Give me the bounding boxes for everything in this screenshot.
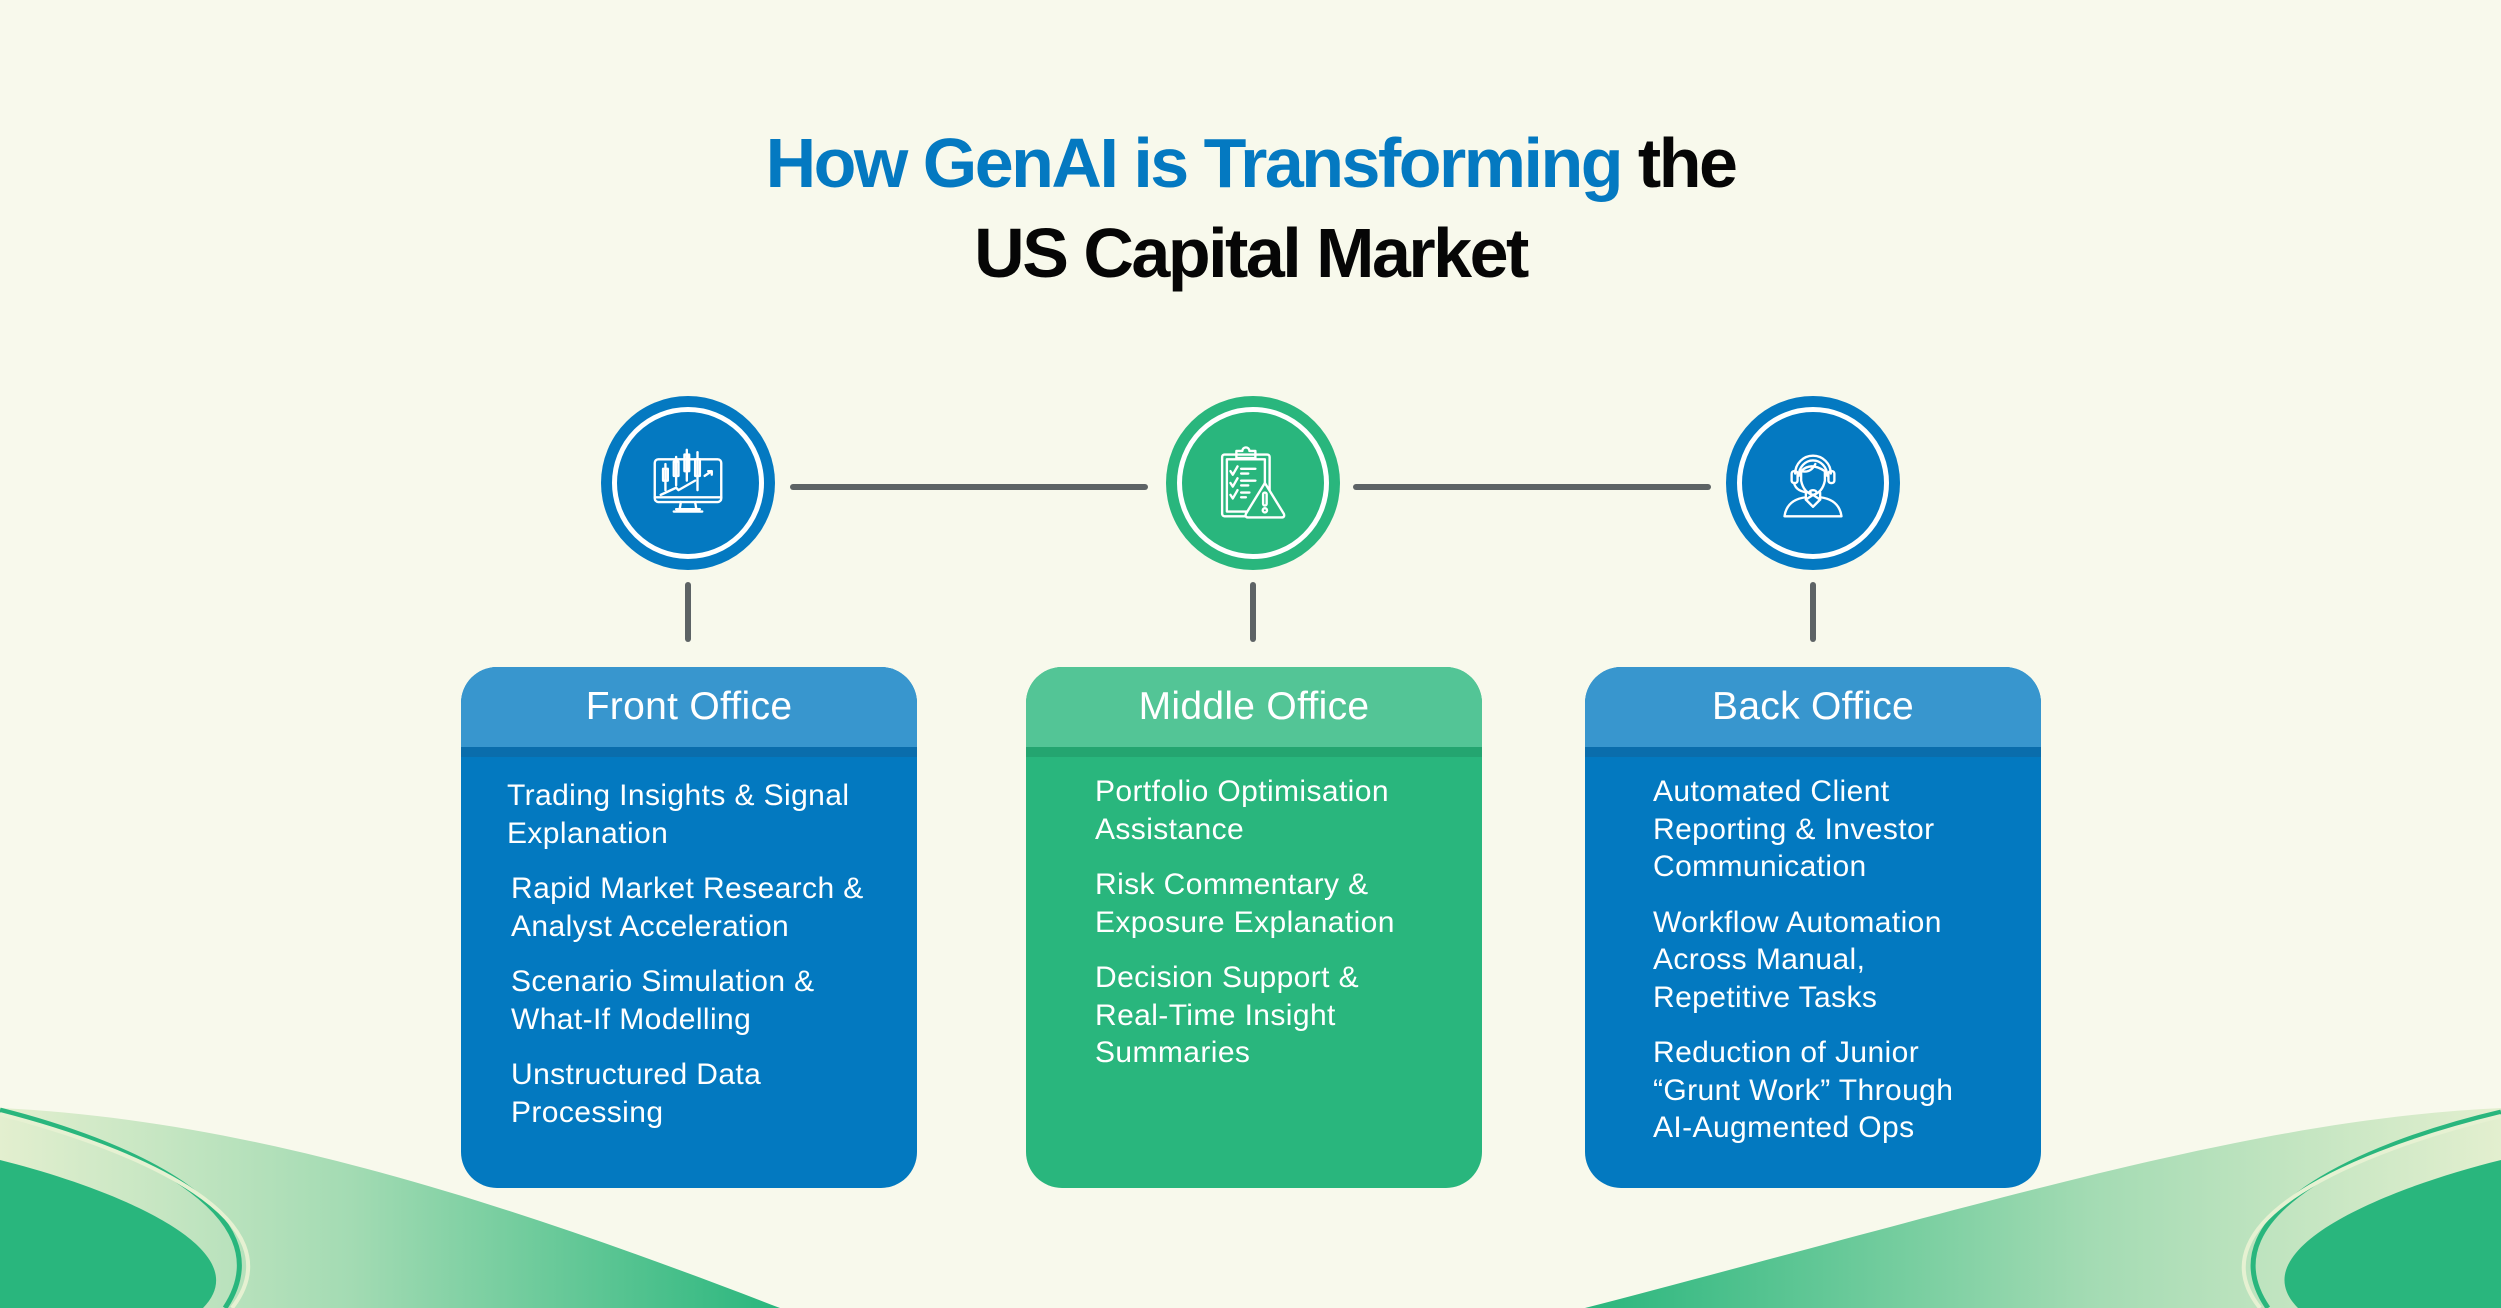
connector-front-middle — [790, 484, 1148, 490]
front-office-card: Front Office Trading Insights & Signal E… — [461, 667, 917, 1188]
left-wave-solid — [0, 1160, 217, 1308]
front-office-node — [601, 396, 775, 570]
middle-office-node — [1166, 396, 1340, 570]
list-item: Reduction of Junior “Grunt Work” Through… — [1653, 1036, 1954, 1144]
back-office-card: Back Office Automated Client Reporting &… — [1585, 667, 2041, 1188]
card-title: Front Office — [461, 667, 917, 747]
left-wave-swoosh — [0, 1107, 242, 1308]
list-item: Unstructured Data Processing — [511, 1058, 762, 1129]
connector-middle-back — [1353, 484, 1711, 490]
list-item: Risk Commentary & Exposure Explanation — [1095, 868, 1395, 939]
connector-front-card — [685, 582, 691, 642]
connector-back-card — [1810, 582, 1816, 642]
title-line-1: How GenAI is Transforming the — [0, 118, 2501, 208]
card-title: Back Office — [1585, 667, 2041, 747]
back-office-node — [1726, 396, 1900, 570]
page-title: How GenAI is Transforming the US Capital… — [0, 118, 2501, 298]
list-item: Scenario Simulation & What-If Modelling — [511, 965, 815, 1036]
connector-middle-card — [1250, 582, 1256, 642]
list-item: Decision Support & Real-Time Insight Sum… — [1095, 961, 1360, 1069]
list-item: Trading Insights & Signal Explanation — [507, 779, 850, 850]
list-item: Workflow Automation Across Manual, Repet… — [1653, 905, 1942, 1014]
title-line-1-rest: the — [1620, 124, 1738, 202]
list-item: Rapid Market Research & Analyst Accelera… — [511, 872, 864, 943]
right-wave-solid — [2284, 1160, 2501, 1308]
card-items: Trading Insights & Signal Explanation Ra… — [461, 757, 917, 1131]
right-wave-swoosh — [2250, 1109, 2501, 1308]
list-item: Automated Client Reporting & Investor Co… — [1653, 775, 1935, 883]
clipboard-checklist-warning-icon — [1220, 446, 1286, 519]
card-items: Portfolio Optimisation Assistance Risk C… — [1026, 757, 1482, 1072]
list-item: Portfolio Optimisation Assistance — [1095, 775, 1389, 846]
card-items: Automated Client Reporting & Investor Co… — [1585, 757, 2041, 1147]
support-agent-headset-icon — [1783, 454, 1843, 518]
middle-office-card: Middle Office Portfolio Optimisation Ass… — [1026, 667, 1482, 1188]
monitor-candlestick-chart-icon — [653, 448, 723, 513]
title-accent: How GenAI is Transforming — [765, 124, 1624, 202]
card-title: Middle Office — [1026, 667, 1482, 747]
title-line-2: US Capital Market — [974, 214, 1529, 292]
